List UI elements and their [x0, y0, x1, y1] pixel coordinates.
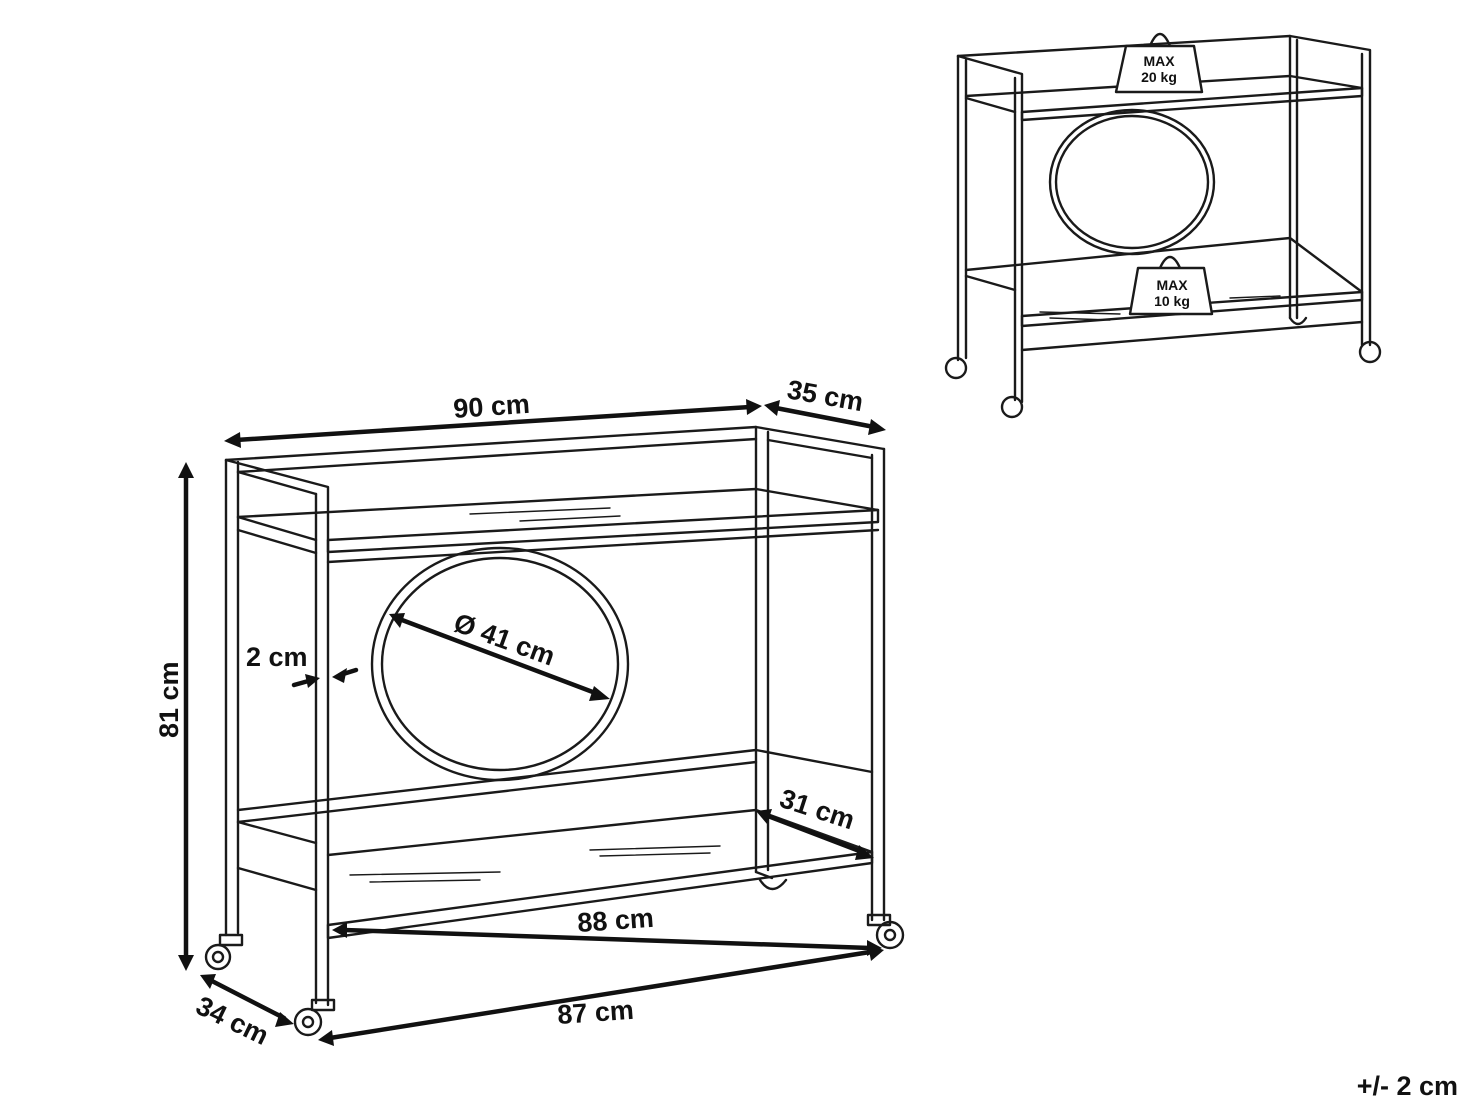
bottom-shelf-limit-line1: MAX: [1156, 277, 1188, 293]
height-label: 81 cm: [154, 661, 184, 738]
depth-base-label: 34 cm: [191, 990, 273, 1051]
round-mirror: [370, 546, 630, 782]
top-shelf-limit-line2: 20 kg: [1141, 69, 1177, 85]
dimension-arrows: [178, 399, 886, 1046]
caster-wheel-icon: [293, 998, 336, 1037]
top-shelf-limit-line1: MAX: [1143, 53, 1175, 69]
tolerance-note: +/- 2 cm: [1357, 1071, 1458, 1101]
weight-icon: [1128, 255, 1214, 316]
width-top-label: 90 cm: [452, 389, 530, 424]
bottom-shelf-limit-line2: 10 kg: [1154, 293, 1190, 309]
caster-wheel-icon: [758, 878, 788, 891]
caster-wheel-icon: [866, 913, 905, 950]
main-cart-drawing: [224, 425, 886, 1007]
mirror-diameter-label: Ø 41 cm: [450, 607, 559, 671]
depth-bottom-shelf-label: 31 cm: [776, 783, 858, 835]
width-base-label: 87 cm: [556, 995, 634, 1030]
frame-width-label: 2 cm: [246, 642, 308, 672]
caster-wheel-icon: [944, 316, 1382, 419]
weight-icon: [1114, 32, 1204, 94]
width-bottom-shelf-label: 88 cm: [576, 903, 654, 938]
load-capacity-drawing: [956, 34, 1372, 404]
caster-wheel-icon: [204, 933, 244, 971]
